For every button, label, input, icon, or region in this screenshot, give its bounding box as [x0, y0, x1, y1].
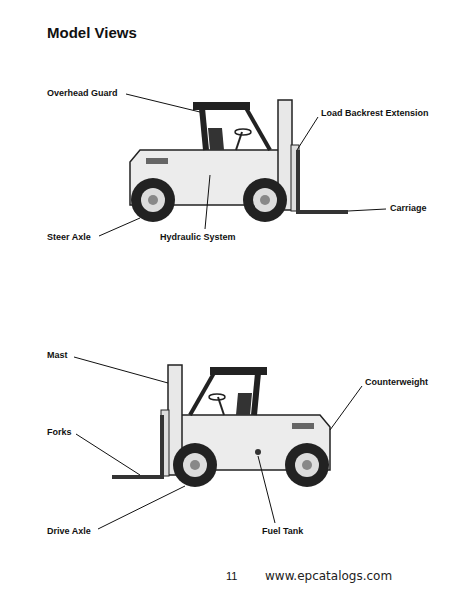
watermark: www.epcatalogs.com: [265, 569, 392, 583]
part-name: Counterweight: [365, 377, 428, 387]
part-name: Overhead Guard: [47, 88, 118, 98]
forklift-side-view: [130, 100, 348, 222]
fuel-cap: [255, 449, 261, 455]
part-name: Load Backrest Extension: [321, 108, 429, 118]
part-name: Hydraulic System: [160, 232, 236, 242]
part-name: Fuel Tank: [262, 526, 303, 536]
part-name: Drive Axle: [47, 526, 91, 536]
page-title: Model Views: [47, 24, 137, 41]
part-name: Forks: [47, 427, 72, 437]
leader-lines: [74, 94, 386, 529]
part-name: Carriage: [390, 203, 427, 213]
forklift-side-view: [112, 365, 330, 487]
part-name: Steer Axle: [47, 232, 91, 242]
part-name: Mast: [47, 350, 68, 360]
page-number: 11: [226, 570, 237, 582]
